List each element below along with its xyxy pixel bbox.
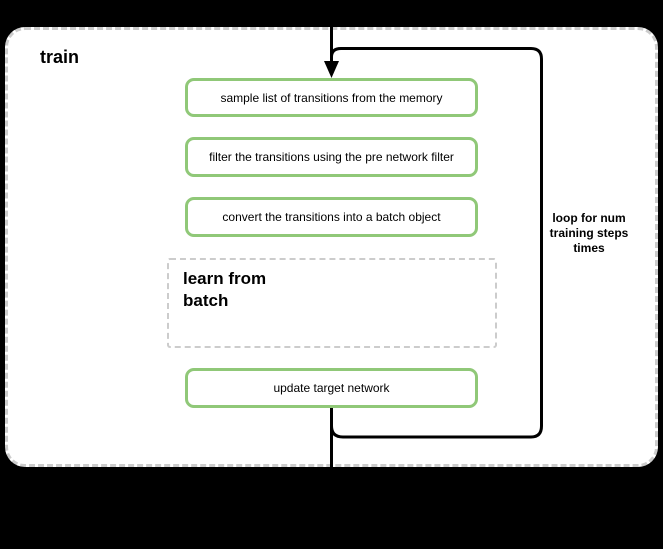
step-label: update target network (273, 381, 390, 395)
step-box-filter-transitions: filter the transitions using the pre net… (185, 137, 478, 177)
step-label: sample list of transitions from the memo… (220, 90, 443, 105)
loop-annotation: loop for num training steps times (549, 211, 629, 255)
learn-from-batch-box: learn from batch (167, 258, 497, 348)
step-label: convert the transitions into a batch obj… (222, 210, 441, 224)
step-box-sample-transitions: sample list of transitions from the memo… (185, 78, 478, 117)
container-title: train (40, 47, 80, 67)
step-label: filter the transitions using the pre net… (209, 150, 454, 164)
step-box-update-target-network: update target network (185, 368, 478, 408)
step-box-convert-to-batch: convert the transitions into a batch obj… (185, 197, 478, 237)
